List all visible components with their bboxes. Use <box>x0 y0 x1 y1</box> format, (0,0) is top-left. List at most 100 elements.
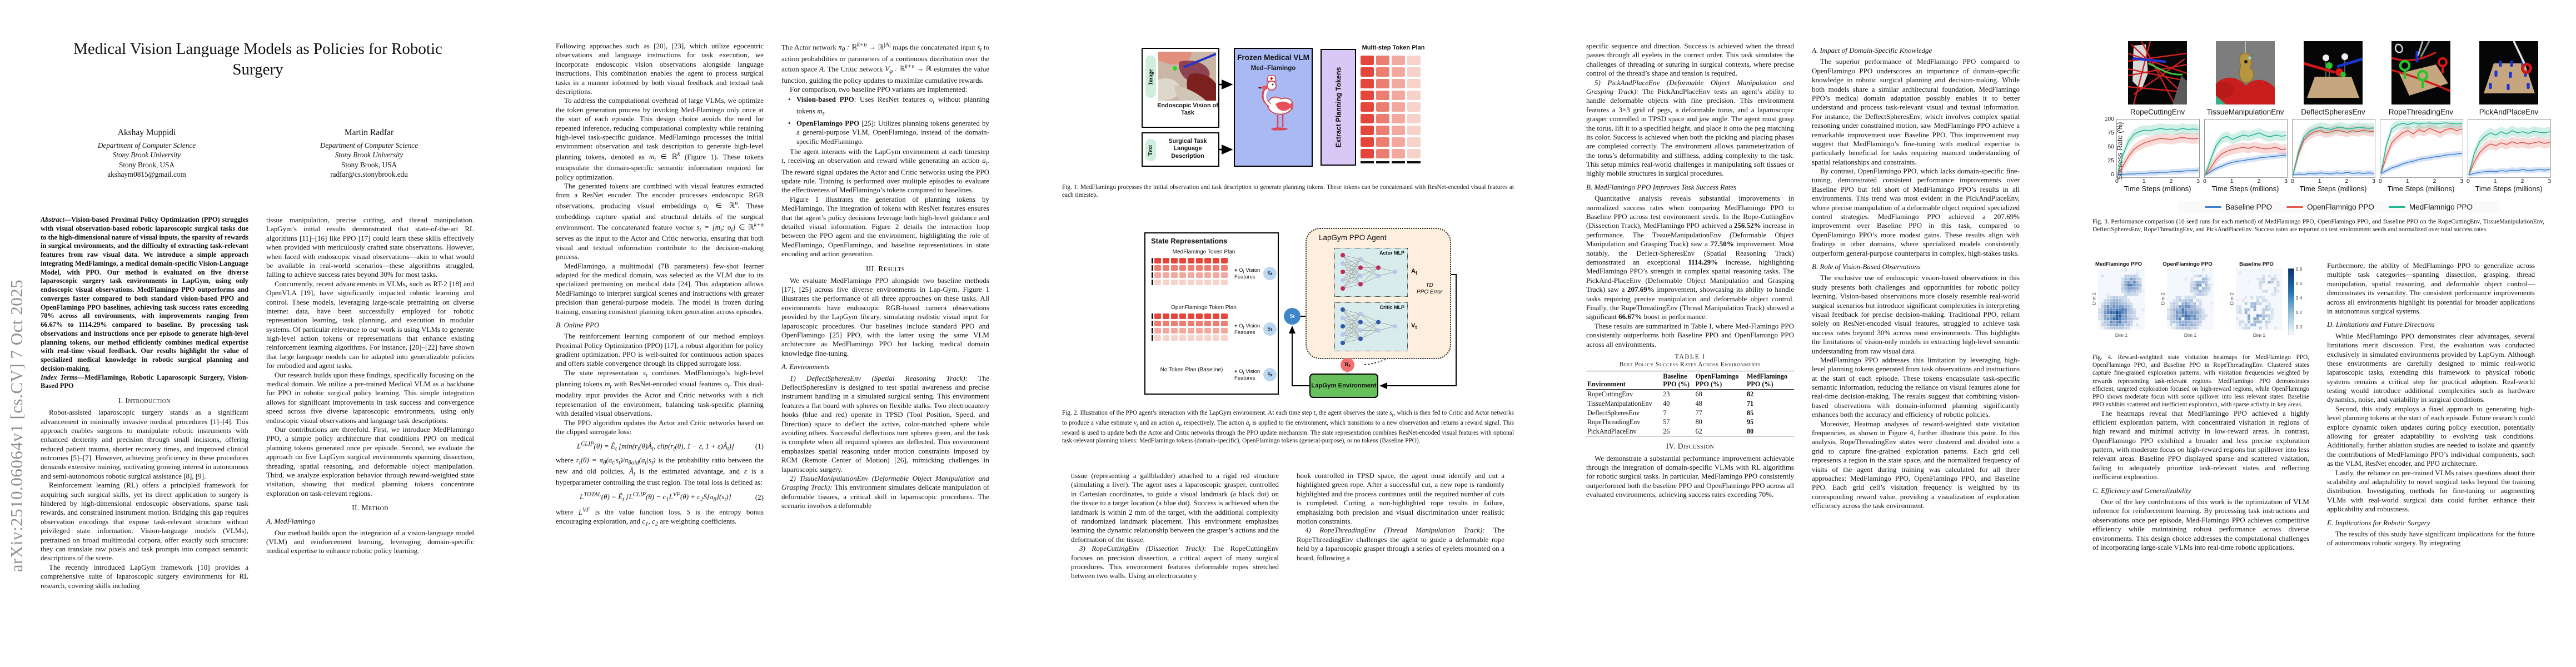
token-cell <box>1392 79 1405 88</box>
author-1: Akshay Muppidi Department of Computer Sc… <box>52 128 241 180</box>
token-cell <box>1392 114 1405 123</box>
author-name: Akshay Muppidi <box>117 128 176 137</box>
colorbar-tick: 0.6 <box>2296 281 2303 286</box>
paragraph: The generated tokens are combined with v… <box>556 182 764 261</box>
paragraph: We evaluate MedFlamingo PPO alongside tw… <box>781 276 989 357</box>
fig2-med-plan-label: MedFlamingo Token Plan <box>1172 249 1235 255</box>
x-tick: 0 <box>2291 178 2294 185</box>
token-cell <box>1163 335 1169 341</box>
legend-item: OpenFlamnigo PPO <box>2286 203 2374 211</box>
paragraph: hook controlled in TPSD space, the agent… <box>1297 471 1504 525</box>
token-cell <box>1154 265 1161 271</box>
token-cell <box>1376 149 1389 158</box>
table-cell: PickAndPlaceEnv <box>1587 427 1637 435</box>
y-tick: 0 <box>2111 171 2114 178</box>
token-cell <box>1213 328 1219 334</box>
x-tick: 2 <box>2520 178 2524 185</box>
y-tick: 50 <box>2107 143 2114 150</box>
token-cell <box>1204 321 1211 326</box>
paragraph: tissue (representing a gallbladder) atta… <box>1071 471 1279 544</box>
token-cell <box>1171 265 1178 271</box>
token-cell <box>1361 56 1374 65</box>
abstract-paragraph: Abstract—Vision-based Proximal Policy Op… <box>41 216 248 372</box>
token-cell <box>1196 280 1203 285</box>
env-thumbnail-rope_threading <box>2391 41 2451 107</box>
token-cell <box>1163 265 1169 271</box>
fig4-x-label: Dim 1 <box>2184 332 2197 338</box>
fig1-text-box: Text Surgical Task Language Description <box>1142 132 1219 167</box>
fig1-token-plan: Multi-step Token Plan <box>1361 44 1431 163</box>
paragraph: specific sequence and direction. Success… <box>1586 42 1794 78</box>
fig4-panel-title: OpenFlamingo PPO <box>2163 261 2213 267</box>
x-tick: 2 <box>2257 178 2261 185</box>
paragraph: The Actor network πθ : ℝk+n → ℝ|A| maps … <box>781 42 989 84</box>
fig1-vlm-title: Frozen Medical VLM <box>1237 53 1309 62</box>
y-tick: 100 <box>2104 116 2114 122</box>
fig3-x-axis-label: Time Steps (millions) <box>2299 185 2367 193</box>
token-cell <box>1407 56 1421 65</box>
paper-title: Medical Vision Language Models as Polici… <box>73 40 442 79</box>
fig3-x-axis-label: Time Steps (millions) <box>2124 185 2191 193</box>
table-cell: RopeCuttingEnv <box>1587 390 1633 399</box>
fig4-heatmap <box>2236 268 2283 330</box>
subsection-heading: B. MedFlamingo PPO Improves Task Success… <box>1586 182 1737 191</box>
table-cell: 85 <box>1746 409 1754 417</box>
fig4-panel-title: Baseline PPO <box>2239 261 2274 267</box>
page-2: Following approaches such as [20], [23],… <box>515 0 1030 667</box>
token-cell <box>1154 321 1161 326</box>
fig1-plan-title: Multi-step Token Plan <box>1362 44 1425 51</box>
token-cell <box>1376 126 1389 135</box>
token-cell <box>1213 313 1219 319</box>
fig4-x-label: Dim 1 <box>2253 332 2266 338</box>
fig1-image-pill-label: Image <box>1148 69 1154 84</box>
subsection-heading: B. Role of Vision-Based Observations <box>1812 262 1921 271</box>
flamingo-icon <box>1258 75 1298 132</box>
token-cell <box>1188 280 1194 285</box>
token-cell <box>1407 149 1421 158</box>
token-cell <box>1188 321 1194 326</box>
figure-1-caption: Fig. 1. MedFlamingo processes the initia… <box>1062 184 1514 199</box>
column-right: hook controlled in TPSD space, the agent… <box>1297 471 1504 617</box>
x-tick: 3 <box>2284 178 2288 185</box>
paragraph: Our contributions are threefold. First, … <box>266 425 474 497</box>
x-tick: 0 <box>2115 178 2119 185</box>
token-cell <box>1171 258 1178 263</box>
fig1-text-pill: Text <box>1145 139 1156 161</box>
paragraph: where LVF is the value function loss, S … <box>556 506 764 527</box>
fig1-extract-label: Extract Planning Tokens <box>1334 67 1343 148</box>
subsection-heading: E. Implications for Robotic Surgery <box>2327 518 2430 527</box>
figure-2: State Representations MedFlamingo Token … <box>1114 225 1458 400</box>
subsection-heading: D. Limitations and Future Directions <box>2327 320 2435 329</box>
token-cell <box>1213 321 1219 326</box>
token-cell <box>1196 321 1203 326</box>
token-cell <box>1179 328 1186 334</box>
figure-3-caption: Fig. 3. Performance comparison (10 seed … <box>2092 218 2544 233</box>
fig4-panel-title: MedFlamingo PPO <box>2095 261 2142 267</box>
fig4-x-label: Dim 1 <box>2115 332 2128 338</box>
legend-swatch <box>2388 206 2405 208</box>
token-cell <box>1154 258 1161 263</box>
paragraph: The reinforcement learning component of … <box>556 332 764 368</box>
page-3: Image Endoscopic Vision of Task Text Sur… <box>1030 0 1546 667</box>
fig2-critic-label: Critic MLP <box>1379 305 1404 310</box>
abstract-paragraph: Index Terms—MedFlamingo, Robotic Laparos… <box>41 373 248 390</box>
paragraph: The PPO algorithm updates the Actor and … <box>556 418 764 436</box>
fig2-actor-box: Actor MLP <box>1334 248 1408 297</box>
x-tick: 3 <box>2548 178 2551 185</box>
table-cell: RopeThreadingEnv <box>1587 418 1641 426</box>
token-cell <box>1213 280 1219 285</box>
section-heading: IV. Discussion <box>1666 442 1715 451</box>
token-cell <box>1407 79 1421 88</box>
token-cell <box>1154 328 1161 334</box>
table-cell: 62 <box>1695 427 1702 435</box>
token-cell <box>1407 114 1421 123</box>
critic-network-icon <box>1341 307 1397 345</box>
